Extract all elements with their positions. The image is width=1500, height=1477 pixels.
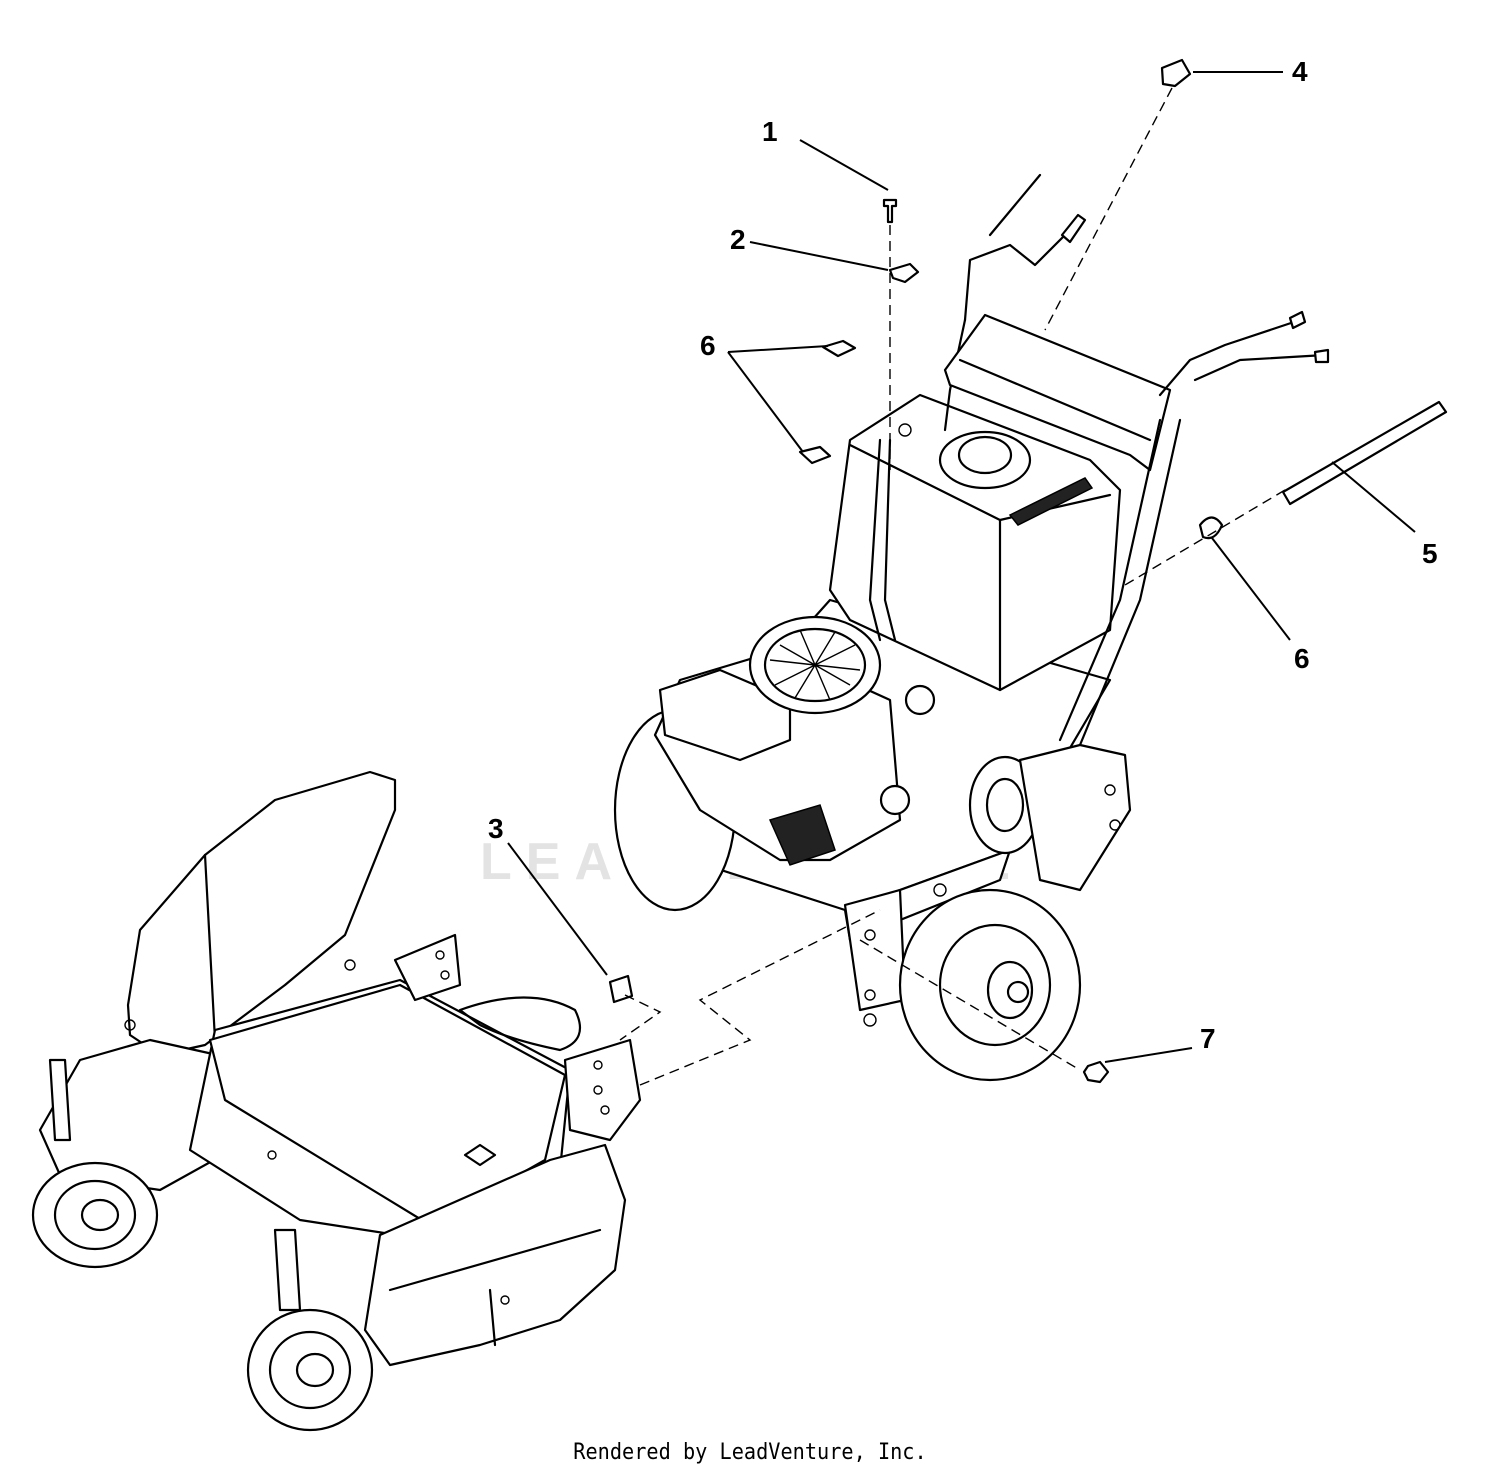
part-6-clip-mid: [798, 445, 832, 465]
callout-7: 7: [1200, 1023, 1216, 1054]
part-1-bolt: [882, 198, 898, 224]
part-2-clip: [888, 262, 920, 284]
mower-deck: [31, 770, 642, 1432]
callout-6-right: 6: [1294, 643, 1310, 674]
callout-1: 1: [762, 116, 778, 147]
callout-6-left: 6: [700, 330, 716, 361]
part-5-rod: [1281, 400, 1448, 506]
leader-lines: [507, 71, 1416, 1063]
assembly-lines: [619, 87, 1286, 1086]
callout-3: 3: [488, 813, 504, 844]
part-6-clip-top: [821, 339, 857, 358]
callout-5: 5: [1422, 538, 1438, 569]
part-6-clip-right: [1198, 516, 1224, 540]
callout-2: 2: [730, 224, 746, 255]
callout-4: 4: [1292, 56, 1308, 87]
part-3-bushing: [608, 974, 634, 1004]
part-7-nut: [1082, 1060, 1110, 1084]
traction-unit: [613, 173, 1330, 1082]
footer-credit: Rendered by LeadVenture, Inc.: [573, 1440, 927, 1465]
part-4-cap: [1160, 58, 1192, 88]
